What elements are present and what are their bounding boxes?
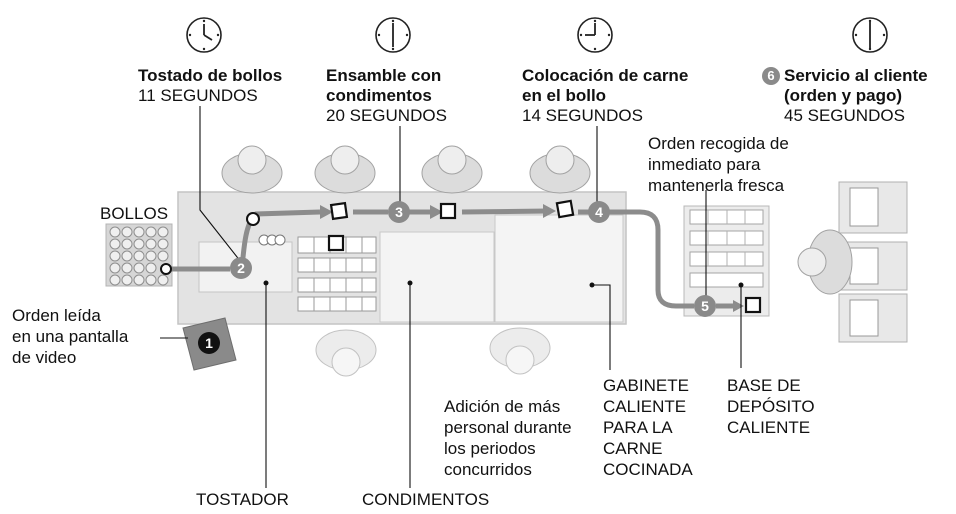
bollos-label: BOLLOS — [100, 204, 169, 223]
toasting-time: 11 SEGUNDOS — [138, 86, 258, 105]
flow-arrowheads — [320, 204, 744, 312]
assembly-title-line2: condimentos — [326, 86, 432, 105]
placement-step: Colocación de carne en el bollo 14 SEGUN… — [522, 66, 688, 126]
order-read-line1: Orden leída — [12, 306, 101, 325]
worker-figure-1 — [221, 145, 283, 194]
clock-icon-toasting — [186, 17, 222, 53]
clock-icon-placement — [577, 17, 613, 53]
hot-cabinet-line4: CARNE — [603, 439, 663, 458]
leader-lines — [160, 106, 742, 488]
toaster-label: TOSTADOR — [196, 490, 289, 509]
service-title-line1: Servicio al cliente — [784, 66, 928, 85]
extra-staff-label: Adición de más personal durante los peri… — [444, 396, 572, 480]
leader-dots — [263, 280, 744, 288]
toasting-step: Tostado de bollos 11 SEGUNDOS — [138, 66, 282, 106]
assembly-time: 20 SEGUNDOS — [326, 106, 447, 125]
burger-square-meat — [555, 199, 575, 219]
step-marker-3: 3 — [388, 201, 410, 223]
hot-base-line1: BASE DE — [727, 376, 801, 395]
service-time: 45 SEGUNDOS — [784, 106, 905, 125]
burger-square-placement — [439, 202, 457, 220]
service-title-line2: (orden y pago) — [784, 86, 903, 105]
meat-area — [494, 214, 624, 323]
buns-tray — [105, 223, 173, 287]
placement-title-line2: en el bollo — [522, 86, 607, 105]
hot-base-label: BASE DE DEPÓSITO CALIENTE — [727, 375, 815, 438]
hot-cabinet-label: GABINETE CALIENTE PARA LA CARNE COCINADA — [603, 375, 693, 480]
cashier-figure — [797, 229, 853, 295]
bun-dot — [246, 212, 260, 226]
condiments-label: CONDIMENTOS — [362, 490, 490, 509]
step-marker-1: 1 — [198, 332, 220, 354]
toaster-rolls — [258, 234, 286, 246]
extra-staff-line2: personal durante — [444, 418, 572, 437]
hot-base-line2: DEPÓSITO — [727, 397, 815, 416]
order-read-line2: en una pantalla — [12, 327, 129, 346]
order-collected-line2: inmediato para — [648, 155, 761, 174]
clock-icon-assembly — [375, 17, 411, 53]
assembly-step: Ensamble con condimentos 20 SEGUNDOS — [326, 66, 447, 126]
worker-figure-2 — [314, 145, 376, 194]
worker-figure-4 — [529, 145, 591, 194]
worker-figure-extra-1 — [315, 329, 377, 377]
step-marker-5: 5 — [694, 295, 716, 317]
order-collected-label: Orden recogida de inmediato para mantene… — [648, 133, 789, 196]
toasting-title: Tostado de bollos — [138, 66, 283, 85]
order-collected-line3: mantenerla fresca — [648, 176, 785, 195]
burger-square-hot-base — [744, 296, 762, 314]
extra-staff-line4: concurridos — [444, 460, 532, 479]
placement-time: 14 SEGUNDOS — [522, 106, 643, 125]
order-collected-line1: Orden recogida de — [648, 134, 789, 153]
step-marker-2: 2 — [230, 257, 252, 279]
step-marker-4-label: 4 — [595, 204, 603, 220]
burger-square-assembly — [329, 201, 349, 221]
hot-base-line3: CALIENTE — [727, 418, 811, 437]
condiments-area — [379, 231, 495, 323]
step-marker-5-label: 5 — [701, 298, 709, 314]
step-marker-3-label: 3 — [395, 204, 403, 220]
flow-start-dot — [160, 263, 172, 275]
placement-title-line1: Colocación de carne — [522, 66, 689, 85]
step-marker-2-label: 2 — [237, 260, 245, 276]
service-badge: 6 — [762, 67, 780, 85]
hot-cabinet-line5: COCINADA — [603, 460, 693, 479]
clock-icon-service — [852, 17, 888, 53]
assembly-title-line1: Ensamble con — [326, 66, 442, 85]
worker-figure-extra-2 — [489, 327, 551, 375]
step-marker-4: 4 — [588, 201, 610, 223]
worker-figure-3 — [421, 145, 483, 194]
burger-square-in-tray — [327, 234, 345, 252]
extra-staff-line1: Adición de más — [444, 397, 561, 416]
hot-cabinet-line2: CALIENTE — [603, 397, 687, 416]
order-read-line3: de video — [12, 348, 77, 367]
hot-cabinet-line3: PARA LA — [603, 418, 673, 437]
hot-cabinet-line1: GABINETE — [603, 376, 689, 395]
step-marker-1-label: 1 — [205, 335, 213, 351]
order-read-label: Orden leída en una pantalla de video — [12, 305, 128, 368]
extra-staff-line3: los periodos — [444, 439, 536, 458]
